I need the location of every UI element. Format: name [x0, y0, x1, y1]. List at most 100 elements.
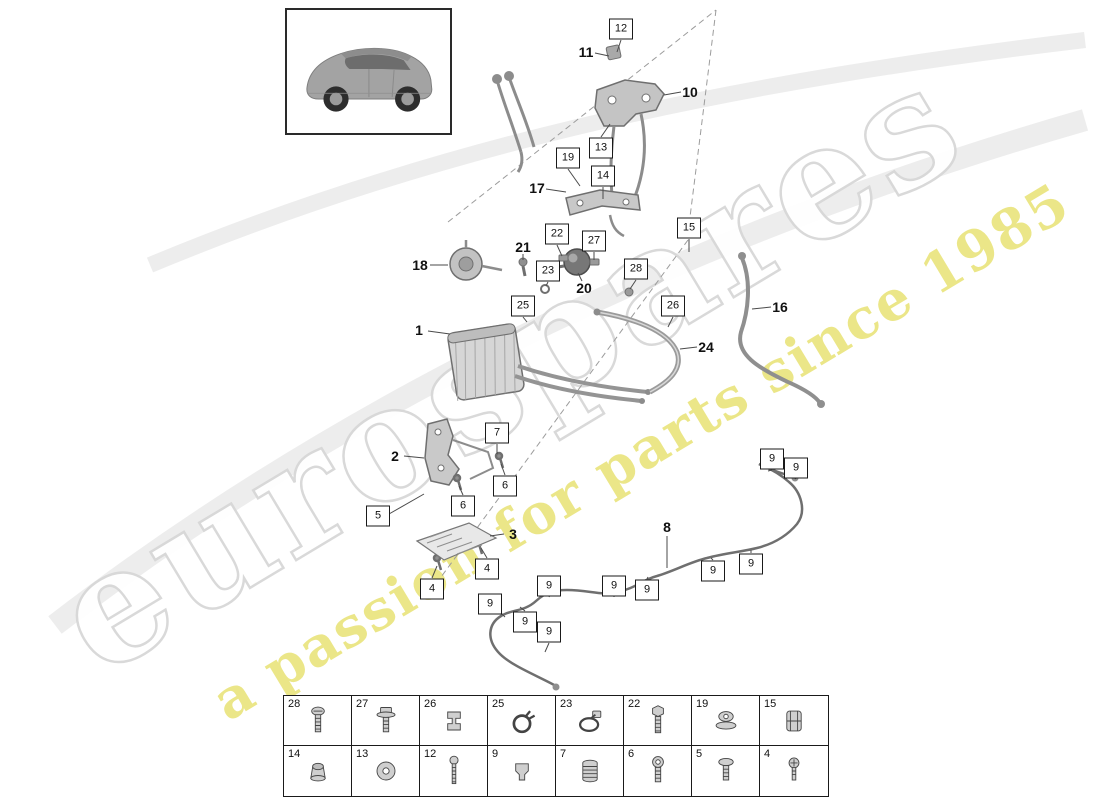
part-callout-box-9[interactable]: 9: [537, 575, 561, 597]
legend-cell-part-15[interactable]: 15: [760, 696, 828, 746]
part-callout-box-9[interactable]: 9: [760, 448, 784, 470]
clamp-screw-icon: [572, 703, 608, 739]
legend-part-number: 27: [356, 698, 369, 710]
part-callout-box-9[interactable]: 9: [537, 621, 561, 643]
legend-cell-part-9[interactable]: 9: [488, 746, 556, 796]
legend-part-number: 15: [764, 698, 777, 710]
leader-line-9: [519, 606, 526, 612]
part-callout-box-9[interactable]: 9: [513, 611, 537, 633]
legend-part-number: 5: [696, 748, 703, 760]
legend-cell-part-26[interactable]: 26: [420, 696, 488, 746]
legend-part-number: 23: [560, 698, 573, 710]
part-callout-box-27[interactable]: 27: [582, 230, 606, 252]
part-callout-8[interactable]: 8: [663, 519, 671, 535]
part-callout-box-9[interactable]: 9: [478, 593, 502, 615]
legend-part-number: 6: [628, 748, 635, 760]
leader-line-9: [710, 557, 714, 561]
leader-line-26: [667, 316, 674, 328]
part-pipe-16: [738, 252, 825, 408]
part-callout-box-26[interactable]: 26: [661, 295, 685, 317]
part-callout-box-22[interactable]: 22: [545, 223, 569, 245]
leader-line-17: [545, 188, 567, 193]
part-callout-box-9[interactable]: 9: [739, 553, 763, 575]
legend-cell-part-19[interactable]: 19: [692, 696, 760, 746]
part-callout-2[interactable]: 2: [391, 448, 399, 464]
legend-part-number: 28: [288, 698, 301, 710]
part-callout-box-6[interactable]: 6: [451, 495, 475, 517]
part-callout-24[interactable]: 24: [698, 339, 714, 355]
screw-long-icon: [436, 753, 472, 789]
part-callout-box-5[interactable]: 5: [366, 505, 390, 527]
part-callout-box-9[interactable]: 9: [602, 575, 626, 597]
part-callout-10[interactable]: 10: [682, 84, 698, 100]
legend-part-number: 7: [560, 748, 567, 760]
bolt-socket-icon: [640, 753, 676, 789]
legend-cell-part-12[interactable]: 12: [420, 746, 488, 796]
part-callout-box-28[interactable]: 28: [624, 258, 648, 280]
legend-part-number: 9: [492, 748, 499, 760]
part-callout-box-13[interactable]: 13: [589, 137, 613, 159]
part-callout-3[interactable]: 3: [509, 526, 517, 542]
part-valve-18: [449, 240, 503, 281]
filter-icon: [572, 753, 608, 789]
legend-cell-part-27[interactable]: 27: [352, 696, 420, 746]
clip-small-icon: [504, 753, 540, 789]
part-callout-box-4[interactable]: 4: [420, 578, 444, 600]
part-pump-20: [551, 248, 591, 276]
legend-cell-part-5[interactable]: 5: [692, 746, 760, 796]
part-clip-11: [605, 44, 622, 61]
leader-line-9: [544, 642, 550, 653]
part-bracket-10: [594, 79, 665, 205]
leader-line-4: [480, 547, 488, 559]
washer-icon: [368, 753, 404, 789]
diagram-art: [415, 44, 825, 691]
part-callout-box-15[interactable]: 15: [677, 217, 701, 239]
legend-part-number: 4: [764, 748, 771, 760]
part-callout-box-7[interactable]: 7: [485, 422, 509, 444]
legend-cell-part-25[interactable]: 25: [488, 696, 556, 746]
part-callout-box-9[interactable]: 9: [784, 457, 808, 479]
legend-part-number: 13: [356, 748, 369, 760]
part-callout-20[interactable]: 20: [576, 280, 592, 296]
leader-line-16: [751, 306, 772, 310]
legend-cell-part-7[interactable]: 7: [556, 746, 624, 796]
leader-line-23: [545, 281, 549, 287]
legend-cell-part-6[interactable]: 6: [624, 746, 692, 796]
part-callout-18[interactable]: 18: [412, 257, 428, 273]
leader-line-25: [522, 316, 528, 323]
legend-cell-part-28[interactable]: 28: [284, 696, 352, 746]
leader-line-12: [616, 39, 622, 53]
part-callout-box-19[interactable]: 19: [556, 147, 580, 169]
part-callout-box-23[interactable]: 23: [536, 260, 560, 282]
screw-flat-icon: [708, 753, 744, 789]
nut-washer-icon: [708, 703, 744, 739]
leader-line-24: [679, 346, 698, 350]
part-callout-box-9[interactable]: 9: [701, 560, 725, 582]
part-callout-1[interactable]: 1: [415, 322, 423, 338]
leader-line-19: [567, 168, 581, 187]
part-callout-box-25[interactable]: 25: [511, 295, 535, 317]
part-callout-box-12[interactable]: 12: [609, 18, 633, 40]
leader-line-4: [431, 565, 438, 579]
part-callout-17[interactable]: 17: [529, 180, 545, 196]
legend-cell-part-14[interactable]: 14: [284, 746, 352, 796]
leader-line-9: [646, 576, 649, 580]
part-callout-21[interactable]: 21: [515, 239, 531, 255]
leader-lines: [388, 39, 797, 653]
part-bracket-17: [565, 189, 641, 238]
legend-cell-part-23[interactable]: 23: [556, 696, 624, 746]
legend-part-number: 22: [628, 698, 641, 710]
bolt-hex-icon: [640, 703, 676, 739]
legend-cell-part-22[interactable]: 22: [624, 696, 692, 746]
legend-cell-part-4[interactable]: 4: [760, 746, 828, 796]
part-callout-box-4[interactable]: 4: [475, 558, 499, 580]
legend-cell-part-13[interactable]: 13: [352, 746, 420, 796]
part-callout-box-9[interactable]: 9: [635, 579, 659, 601]
part-callout-box-6[interactable]: 6: [493, 475, 517, 497]
part-callout-box-14[interactable]: 14: [591, 165, 615, 187]
part-callout-11[interactable]: 11: [578, 44, 594, 60]
part-callout-16[interactable]: 16: [772, 299, 788, 315]
